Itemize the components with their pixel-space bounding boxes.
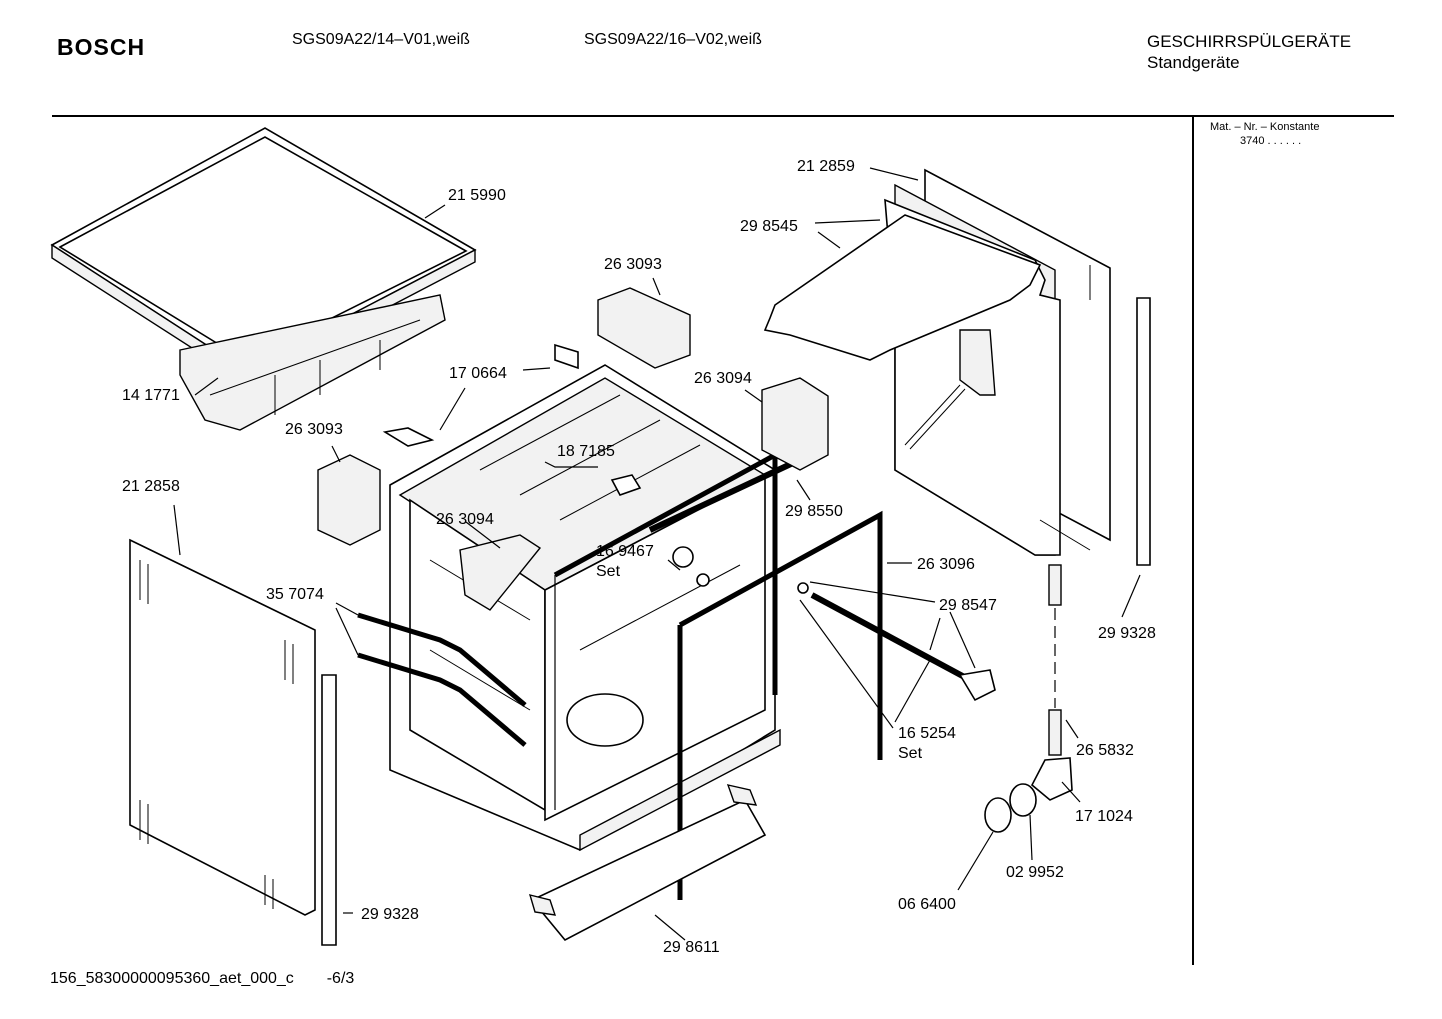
category-block: GESCHIRRSPÜLGERÄTE Standgeräte bbox=[1147, 31, 1351, 73]
material-constant-value: 3740 . . . . . . bbox=[1240, 135, 1302, 147]
page-number: -6/3 bbox=[326, 970, 355, 987]
rod-end-clip bbox=[958, 669, 996, 702]
part-label-263093-top: 26 3093 bbox=[604, 256, 662, 273]
spray-arm-rod bbox=[810, 592, 972, 683]
part-label-265832: 26 5832 bbox=[1076, 742, 1134, 759]
left-seal-strip bbox=[321, 674, 337, 946]
seal-ring bbox=[1009, 783, 1037, 817]
model-number-1: SGS09A22/14–V01,weiß bbox=[292, 31, 470, 48]
material-constant-title: Mat. – Nr. – Konstante bbox=[1210, 121, 1320, 133]
part-label-141771: 14 1771 bbox=[122, 387, 180, 404]
part-label-066400: 06 6400 bbox=[898, 896, 956, 913]
hinge-plate-lower bbox=[382, 427, 435, 447]
category-subtitle: Standgeräte bbox=[1147, 53, 1240, 72]
elbow-connector bbox=[1030, 757, 1073, 801]
part-label-212858: 21 2858 bbox=[122, 478, 180, 495]
tub-frame bbox=[389, 364, 781, 852]
right-side-panel bbox=[763, 168, 1111, 556]
part-label-299328-right: 29 9328 bbox=[1098, 625, 1156, 642]
bracket-263094-top bbox=[761, 377, 829, 471]
right-seal-strip bbox=[1136, 297, 1151, 566]
part-number-165254: 16 5254 bbox=[898, 725, 956, 742]
leader-lines bbox=[173, 167, 1141, 941]
part-label-215990: 21 5990 bbox=[448, 187, 506, 204]
part-set-169467: Set bbox=[596, 563, 621, 580]
part-label-263094-top: 26 3094 bbox=[694, 370, 752, 387]
part-label-187185: 18 7185 bbox=[557, 443, 615, 460]
part-number-169467: 16 9467 bbox=[596, 543, 654, 560]
part-label-263093-left: 26 3093 bbox=[285, 421, 343, 438]
hose-upper bbox=[1048, 564, 1062, 606]
part-label-029952: 02 9952 bbox=[1006, 864, 1064, 881]
base-kick-strip bbox=[530, 798, 767, 942]
part-label-171024: 17 1024 bbox=[1075, 808, 1133, 825]
material-constant-box: Mat. – Nr. – Konstante 3740 . . . . . . bbox=[1210, 120, 1319, 148]
part-label-299328-left: 29 9328 bbox=[361, 906, 419, 923]
part-label-263094-inner: 26 3094 bbox=[436, 511, 494, 528]
door-gasket bbox=[678, 510, 883, 760]
part-label-298545: 29 8545 bbox=[740, 218, 798, 235]
guide-rail-lower bbox=[357, 652, 527, 747]
part-label-298550: 29 8550 bbox=[785, 503, 843, 520]
part-label-165254: 16 5254 Set bbox=[898, 724, 956, 764]
brand-logo: BOSCH bbox=[57, 34, 146, 60]
guide-rail-upper bbox=[357, 612, 527, 707]
model-number-2: SGS09A22/16–V02,weiß bbox=[584, 31, 762, 48]
bracket-263093-left bbox=[317, 454, 381, 546]
part-label-169467: 16 9467 Set bbox=[596, 542, 654, 582]
part-label-357074: 35 7074 bbox=[266, 586, 324, 603]
bracket-263094-inner bbox=[459, 534, 542, 611]
part-label-298547: 29 8547 bbox=[939, 597, 997, 614]
document-id: 156_58300000095360_aet_000_c bbox=[50, 970, 294, 987]
category-title: GESCHIRRSPÜLGERÄTE bbox=[1147, 32, 1352, 51]
part-label-212859: 21 2859 bbox=[797, 158, 855, 175]
hinge-plate-upper bbox=[554, 343, 579, 370]
rail-298550 bbox=[648, 452, 812, 533]
footer: 156_58300000095360_aet_000_c -6/3 bbox=[50, 970, 354, 988]
part-label-263096: 26 3096 bbox=[917, 556, 975, 573]
clip-187185 bbox=[610, 474, 642, 496]
part-set-165254: Set bbox=[898, 745, 923, 762]
worktop-cover bbox=[50, 127, 477, 431]
part-label-170664: 17 0664 bbox=[449, 365, 507, 382]
sidebar-rule bbox=[1192, 115, 1194, 965]
header-rule bbox=[52, 115, 1394, 117]
left-side-panel bbox=[129, 538, 316, 916]
hose-lower bbox=[1048, 709, 1062, 756]
bracket-263093-top bbox=[597, 287, 691, 369]
cap-nut bbox=[984, 797, 1012, 833]
dispenser-169467 bbox=[672, 546, 694, 568]
part-label-298611: 29 8611 bbox=[663, 939, 720, 956]
